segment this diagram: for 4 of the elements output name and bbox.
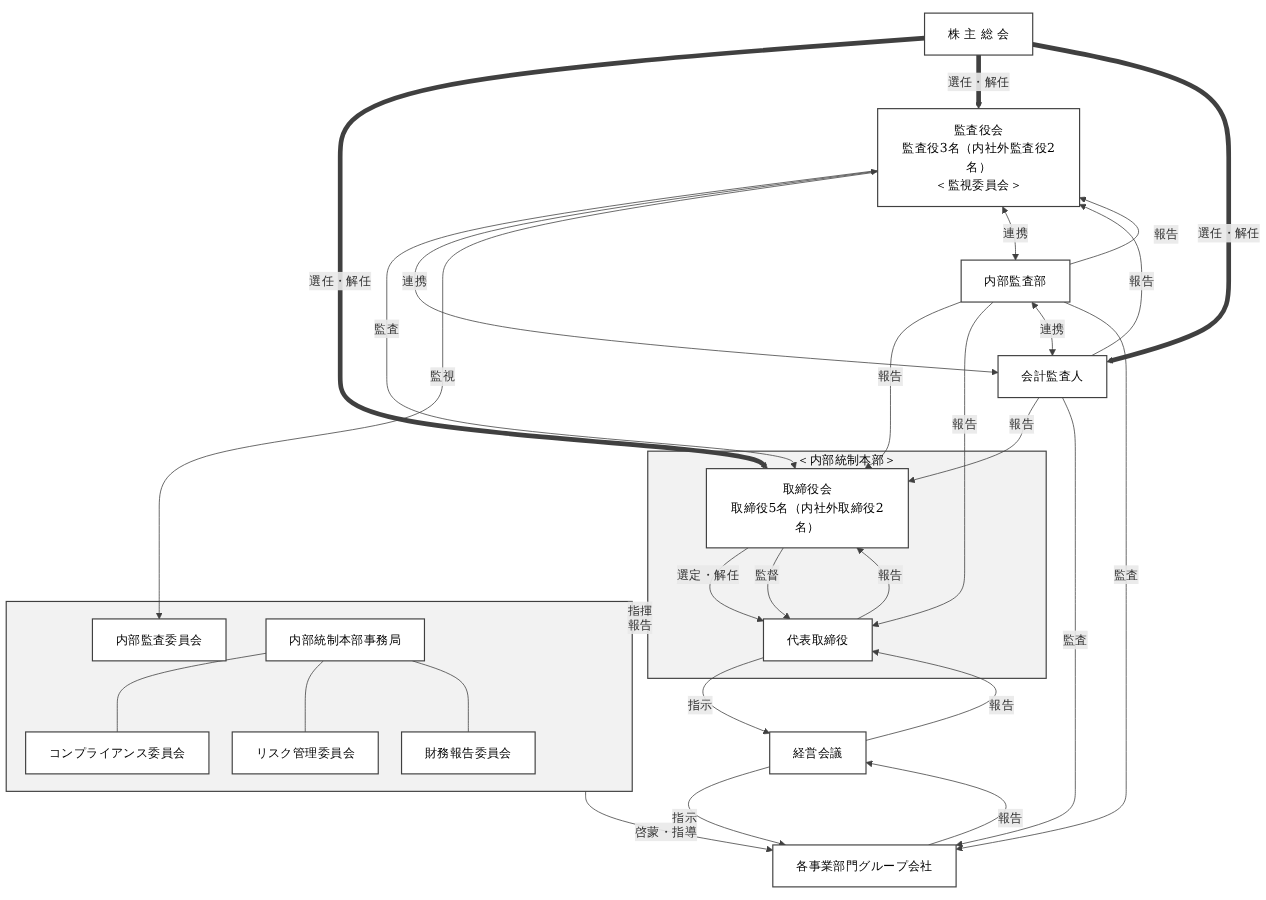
connector [412, 660, 469, 733]
connector [116, 652, 267, 733]
connector [304, 660, 324, 733]
arrow [337, 35, 925, 469]
